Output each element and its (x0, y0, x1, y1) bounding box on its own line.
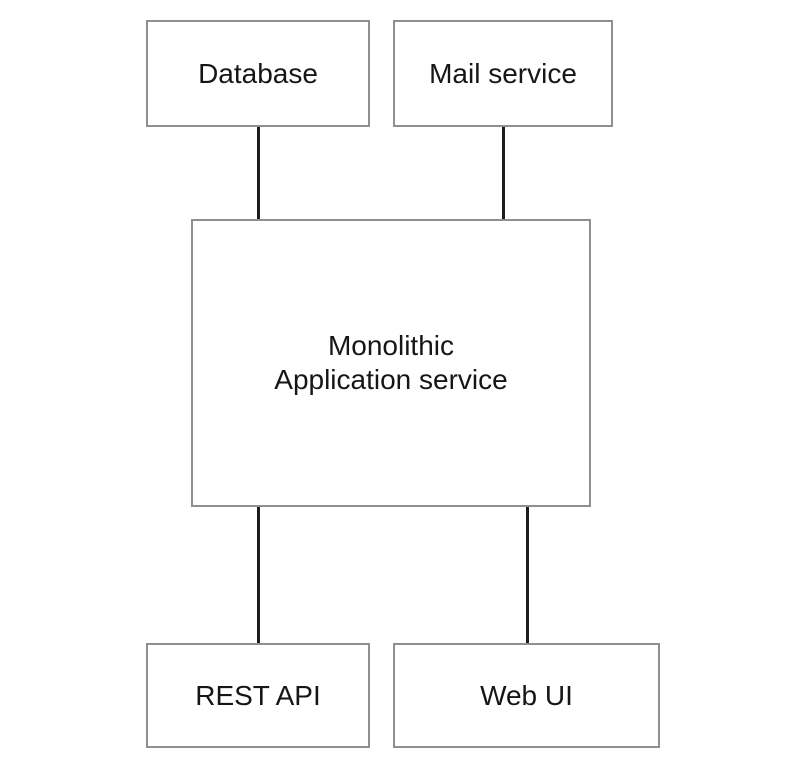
edge-monolith-to-web-ui (526, 505, 529, 645)
edge-monolith-to-rest-api (257, 505, 260, 645)
monolith-label-line-1: Monolithic (327, 330, 455, 361)
node-rest-api-label: REST API (195, 679, 321, 711)
edge-mail-service-to-monolith (502, 127, 505, 221)
node-database: Database (146, 20, 370, 127)
node-database-label: Database (198, 57, 318, 89)
monolith-label-line-2: Application service (274, 364, 508, 395)
edge-database-to-monolith (257, 127, 260, 221)
node-monolithic-application-service-label: Monolithic Application service (274, 329, 507, 397)
node-monolithic-application-service: Monolithic Application service (191, 219, 591, 507)
node-web-ui-label: Web UI (480, 679, 573, 711)
node-web-ui: Web UI (393, 643, 660, 748)
node-mail-service: Mail service (393, 20, 613, 127)
node-rest-api: REST API (146, 643, 370, 748)
node-mail-service-label: Mail service (429, 57, 577, 89)
